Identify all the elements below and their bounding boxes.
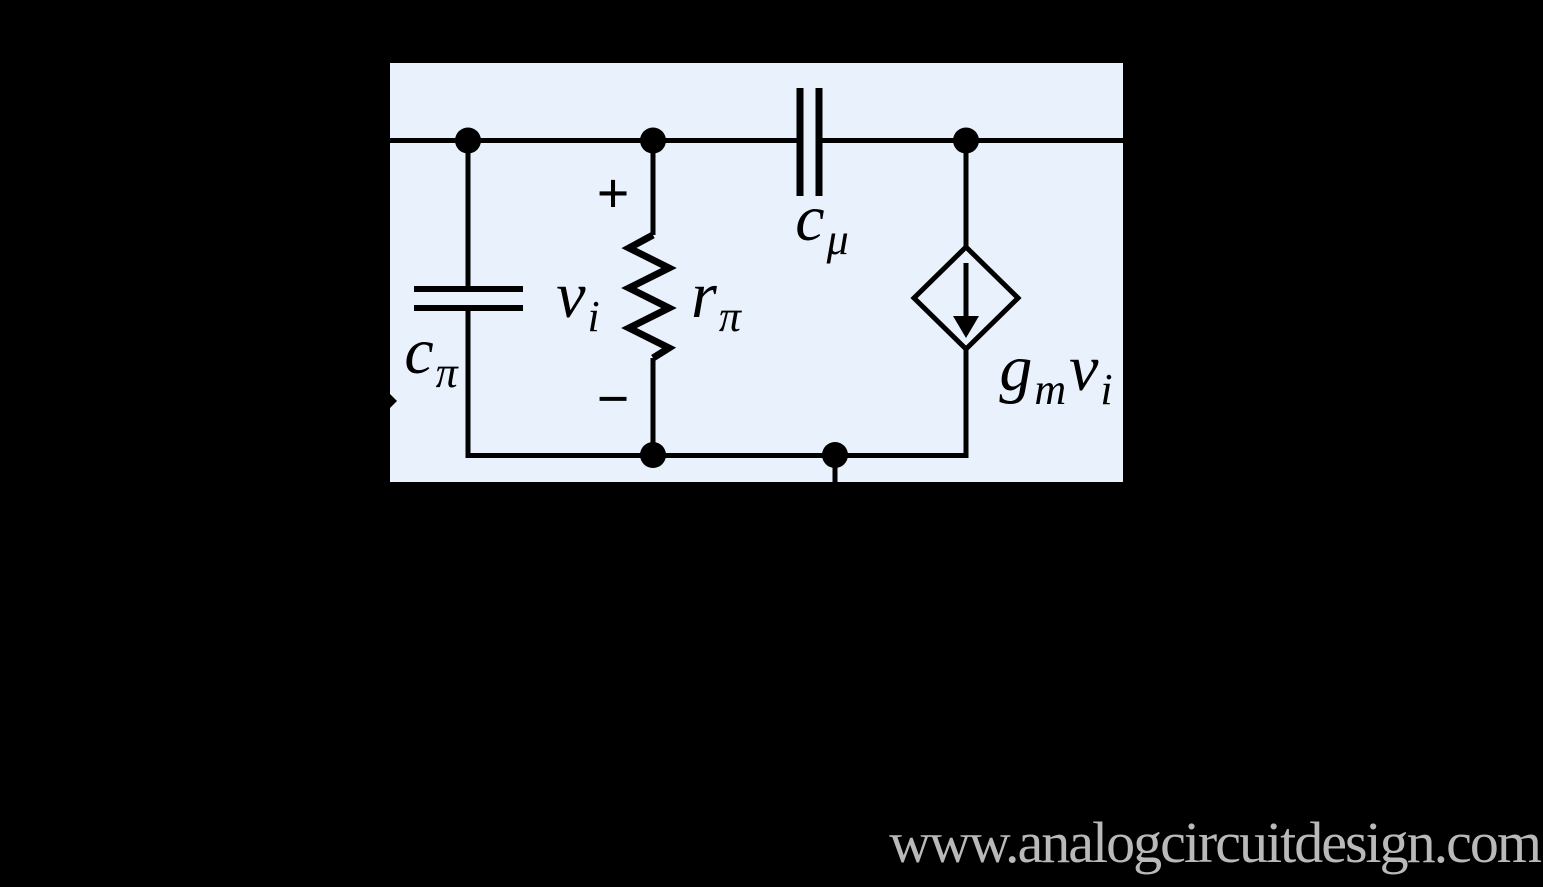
label-r-pi: rπ — [691, 263, 741, 339]
label-r-pi-main: r — [691, 259, 717, 332]
label-gm-vi: gmvi — [999, 336, 1112, 412]
label-v-i-sub: i — [587, 292, 600, 341]
label-v-i: vi — [556, 263, 600, 339]
label-c-pi-sub: π — [435, 348, 458, 397]
label-v-i-main: v — [556, 259, 586, 332]
label-c-mu: cμ — [795, 186, 848, 262]
label-c-pi-main: c — [404, 315, 434, 388]
plus-sign: + — [596, 161, 630, 226]
label-c-pi: cπ — [404, 319, 457, 395]
label-c-mu-sub: μ — [826, 215, 849, 264]
label-gm-vi-i: i — [1100, 365, 1113, 414]
label-gm-vi-g: g — [999, 332, 1033, 405]
label-gm-vi-v: v — [1069, 332, 1099, 405]
minus-sign: − — [596, 366, 630, 431]
watermark-text: www.analogcircuitdesign.com — [889, 810, 1542, 875]
label-c-mu-main: c — [795, 182, 825, 255]
schematic-panel — [390, 63, 1123, 482]
label-r-pi-sub: π — [718, 292, 741, 341]
label-gm-vi-m: m — [1034, 365, 1067, 414]
